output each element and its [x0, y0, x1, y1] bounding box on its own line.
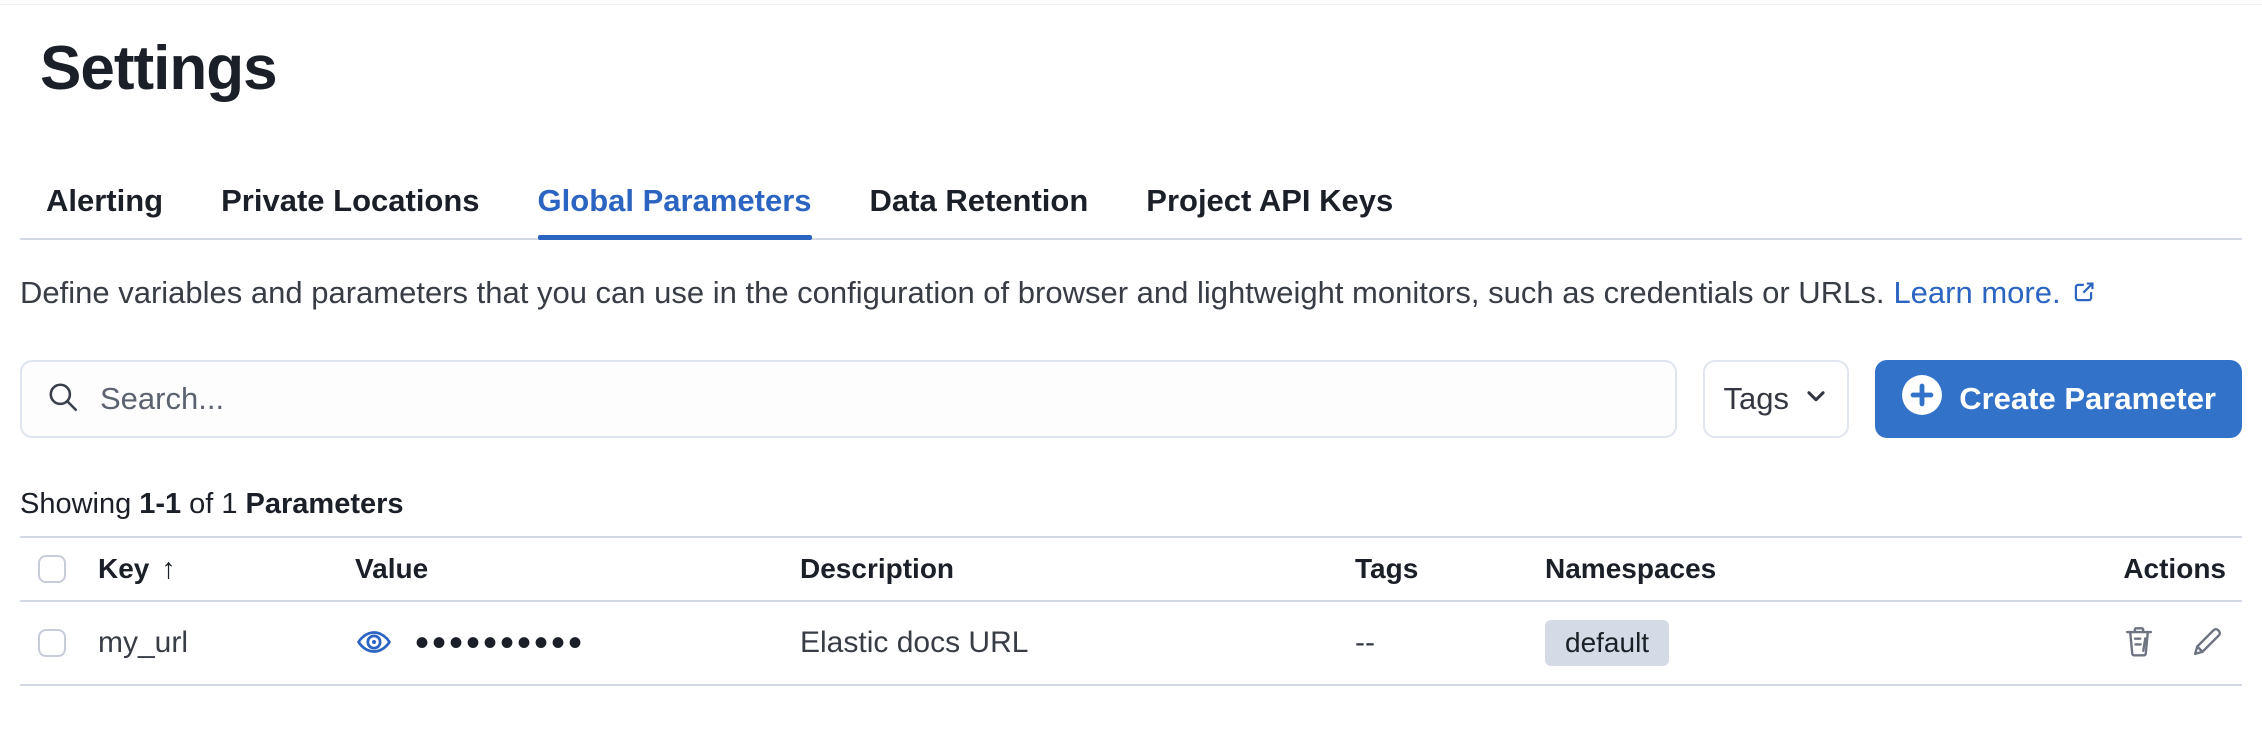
settings-page: Settings Alerting Private Locations Glob… — [0, 34, 2262, 686]
namespace-badge: default — [1545, 620, 1670, 666]
search-input[interactable] — [100, 381, 1652, 417]
tab-project-api-keys[interactable]: Project API Keys — [1146, 183, 1394, 218]
create-parameter-button[interactable]: Create Parameter — [1875, 360, 2242, 438]
chevron-down-icon — [1803, 381, 1829, 417]
delete-parameter-button[interactable] — [2120, 623, 2158, 664]
page-title: Settings — [40, 34, 278, 103]
reveal-value-button[interactable] — [355, 623, 393, 664]
settings-tabs: Alerting Private Locations Global Parame… — [20, 182, 2242, 240]
table-row: my_url •••••••••• Elastic docs URL -- de… — [20, 602, 2242, 686]
pencil-icon — [2188, 623, 2226, 664]
edit-parameter-button[interactable] — [2188, 623, 2226, 664]
eye-icon — [355, 623, 393, 664]
select-all-checkbox[interactable] — [38, 555, 66, 583]
column-header-actions: Actions — [2123, 553, 2226, 584]
row-checkbox-cell — [20, 629, 98, 657]
row-select-checkbox[interactable] — [38, 629, 66, 657]
table-header-row: Key ↑ Value Description Tags Namespaces … — [20, 538, 2242, 602]
sort-ascending-icon: ↑ — [161, 552, 176, 585]
tab-global-parameters[interactable]: Global Parameters — [537, 182, 812, 240]
row-tags: -- — [1355, 626, 1375, 659]
column-header-namespaces: Namespaces — [1545, 553, 1717, 584]
search-icon — [46, 380, 80, 419]
summary-entity: Parameters — [245, 488, 404, 520]
row-description: Elastic docs URL — [800, 626, 1029, 659]
description-text: Define variables and parameters that you… — [20, 275, 1885, 310]
column-header-key-label: Key — [98, 553, 150, 584]
summary-range: 1-1 — [139, 488, 182, 520]
top-divider — [0, 4, 2262, 5]
tab-data-retention[interactable]: Data Retention — [869, 183, 1089, 218]
tab-private-locations[interactable]: Private Locations — [221, 183, 480, 218]
tags-filter-button[interactable]: Tags — [1703, 360, 1850, 438]
create-parameter-label: Create Parameter — [1959, 381, 2216, 416]
row-value-cell: •••••••••• — [355, 623, 800, 664]
trash-icon — [2120, 623, 2158, 664]
results-summary: Showing 1-1 of 1 Parameters — [20, 488, 2242, 521]
plus-in-circle-icon — [1901, 374, 1943, 424]
masked-value: •••••••••• — [415, 621, 586, 665]
header-checkbox-cell — [20, 555, 98, 583]
parameters-table: Key ↑ Value Description Tags Namespaces … — [20, 536, 2242, 686]
parameters-toolbar: Tags Create Parameter — [20, 360, 2242, 438]
row-actions-cell — [2015, 623, 2242, 664]
tags-filter-label: Tags — [1723, 381, 1789, 416]
summary-showing: Showing — [20, 488, 132, 520]
summary-of: of 1 — [189, 488, 238, 520]
learn-more-link[interactable]: Learn more. — [1893, 275, 2061, 310]
column-header-description: Description — [800, 553, 955, 584]
row-namespaces-cell: default — [1545, 620, 2015, 666]
tab-alerting[interactable]: Alerting — [46, 183, 164, 218]
column-header-key[interactable]: Key ↑ — [98, 553, 355, 586]
column-header-value: Value — [355, 553, 429, 584]
search-box[interactable] — [20, 360, 1678, 438]
external-link-icon — [2070, 273, 2097, 318]
column-header-tags: Tags — [1355, 553, 1419, 584]
row-key: my_url — [98, 626, 189, 659]
page-description: Define variables and parameters that you… — [20, 270, 2242, 318]
